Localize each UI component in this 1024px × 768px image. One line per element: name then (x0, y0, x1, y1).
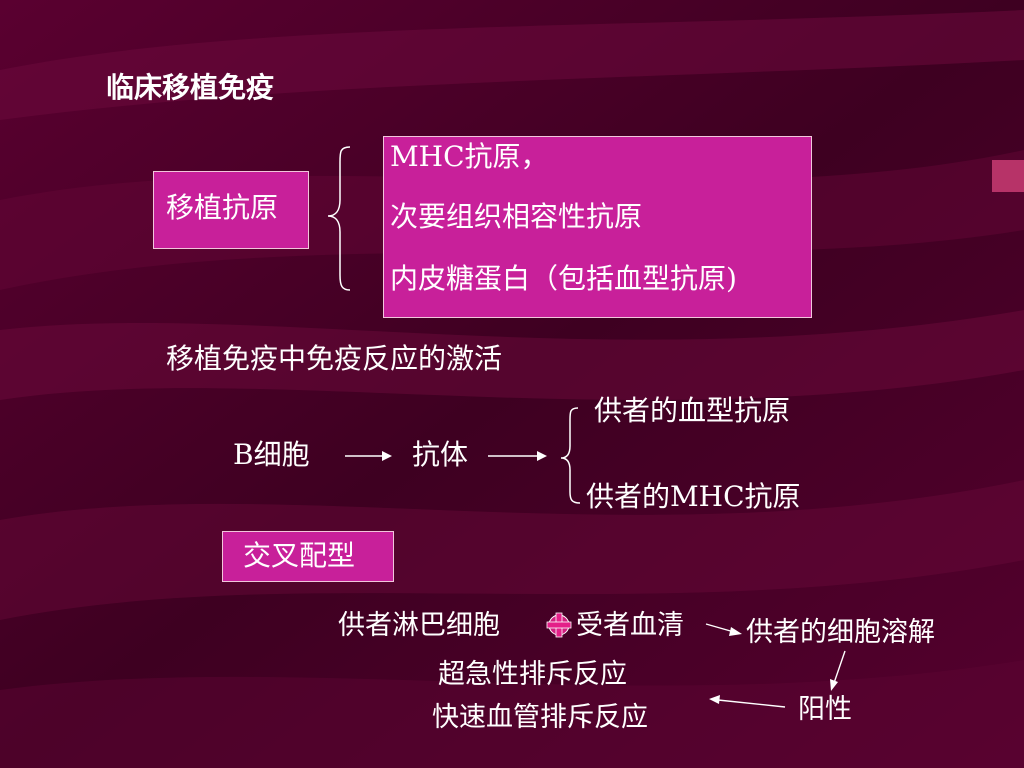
antigen-item-minor: 次要组织相容性抗原 (390, 200, 643, 233)
donor-cell-lysis: 供者的细胞溶解 (746, 617, 935, 648)
antigen-item-endothelial: 内皮糖蛋白（包括血型抗原) (390, 262, 737, 295)
transplant-antigen-label: 移植抗原 (166, 191, 279, 224)
positive-result: 阳性 (798, 694, 852, 725)
recipient-serum: 受者血清 (576, 610, 684, 641)
transplant-antigen-box: 移植抗原 (153, 171, 309, 249)
activation-heading: 移植免疫中免疫反应的激活 (166, 342, 503, 375)
hyperacute-rejection: 超急性排斥反应 (438, 659, 627, 690)
antigen-item-mhc: MHC抗原， (390, 140, 549, 173)
donor-mhc-antigen: 供者的MHC抗原 (586, 480, 801, 513)
crossmatch-box: 交叉配型 (222, 531, 394, 582)
b-cell-label: B细胞 (233, 438, 310, 471)
slide-title: 临床移植免疫 (106, 71, 275, 104)
donor-blood-antigen: 供者的血型抗原 (594, 394, 791, 427)
donor-lymphocyte: 供者淋巴细胞 (338, 610, 500, 641)
antigen-list-box: MHC抗原， 次要组织相容性抗原 内皮糖蛋白（包括血型抗原) (383, 136, 812, 318)
antibody-label: 抗体 (412, 438, 469, 471)
accelerated-vascular-rejection: 快速血管排斥反应 (432, 702, 648, 733)
crossmatch-label: 交叉配型 (243, 539, 356, 572)
